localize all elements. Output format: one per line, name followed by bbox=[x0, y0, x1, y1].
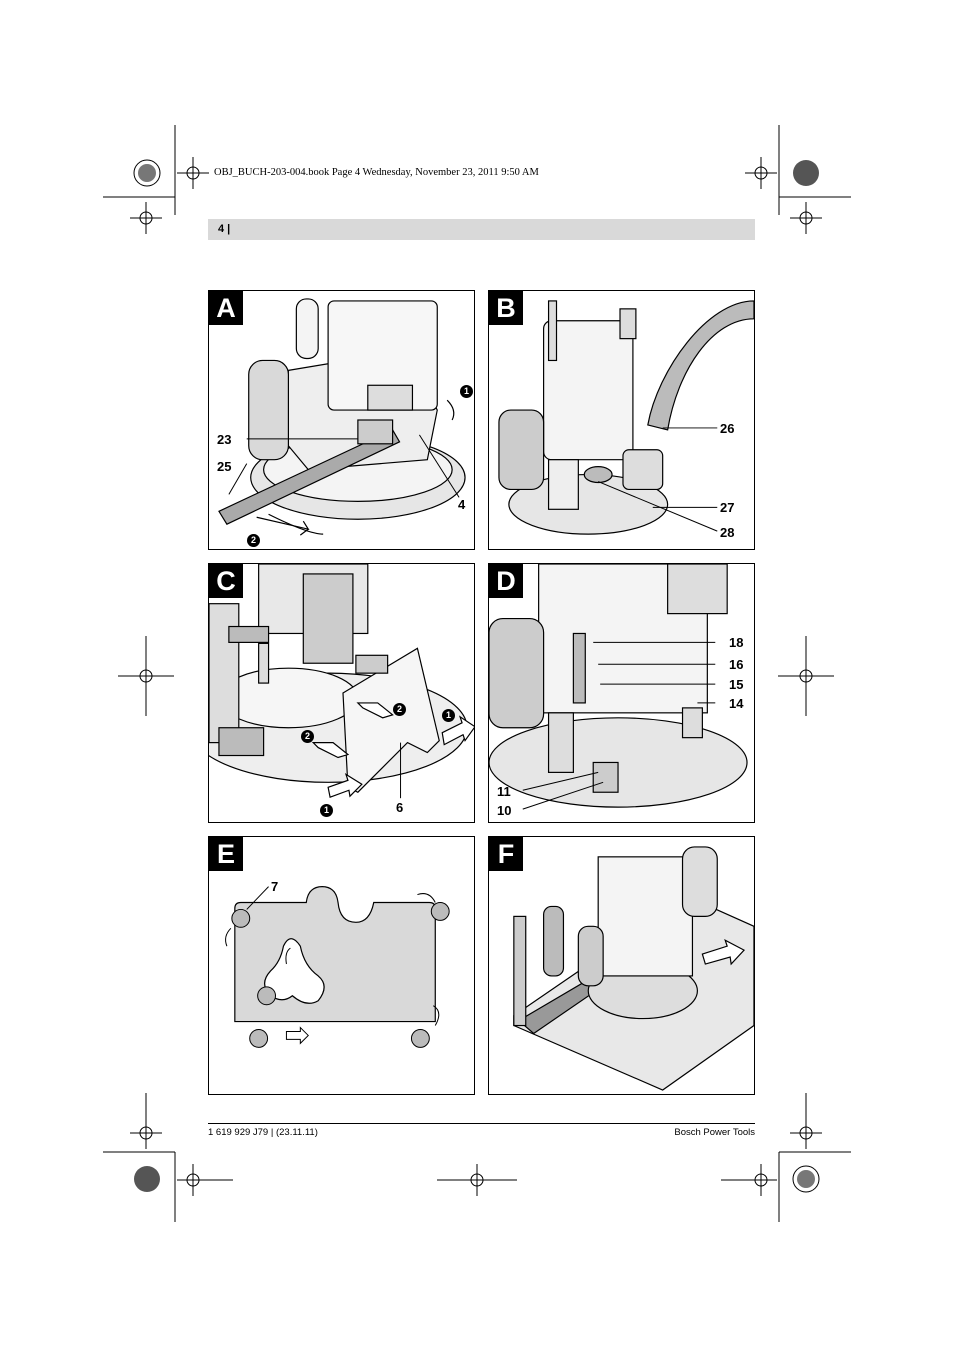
step-marker-2: 2 bbox=[393, 703, 406, 716]
callout-23: 23 bbox=[217, 432, 232, 447]
callout-14: 14 bbox=[729, 696, 744, 711]
callout-10: 10 bbox=[497, 803, 512, 818]
step-marker-2: 2 bbox=[301, 730, 314, 743]
panel-label-c: C bbox=[209, 564, 243, 598]
callout-4: 4 bbox=[458, 497, 466, 512]
panel-label-a: A bbox=[209, 291, 243, 325]
figure-panel-b: B 26 27 28 bbox=[488, 290, 755, 550]
callout-6: 6 bbox=[396, 800, 404, 815]
panel-label-b: B bbox=[489, 291, 523, 325]
footer-rule bbox=[208, 1123, 755, 1124]
callout-15: 15 bbox=[729, 677, 744, 692]
routing-direction-diagram bbox=[225, 886, 450, 1048]
page-number: 4 | bbox=[218, 223, 231, 235]
figure-panel-a: A 23 25 4 1 2 bbox=[208, 290, 475, 550]
router-collet-wrench-illustration bbox=[218, 298, 466, 536]
callout-25: 25 bbox=[217, 459, 232, 474]
callout-16: 16 bbox=[729, 657, 744, 672]
callout-7: 7 bbox=[271, 879, 279, 894]
page-number-bar bbox=[208, 219, 755, 240]
callout-27: 27 bbox=[720, 500, 735, 515]
router-dust-extraction-illustration bbox=[498, 300, 754, 535]
figure-panel-e: E 7 bbox=[208, 836, 475, 1095]
step-marker-1: 1 bbox=[442, 709, 455, 722]
figure-panel-f: F bbox=[488, 836, 755, 1095]
router-depth-stop-illustration bbox=[489, 564, 748, 810]
footer-document-id: 1 619 929 J79 | (23.11.11) bbox=[208, 1127, 318, 1138]
figure-panel-c: C 6 1 2 2 1 bbox=[208, 563, 475, 823]
print-header: OBJ_BUCH-203-004.book Page 4 Wednesday, … bbox=[214, 167, 539, 178]
callout-26: 26 bbox=[720, 421, 735, 436]
step-marker-1: 1 bbox=[320, 804, 333, 817]
callout-28: 28 bbox=[720, 525, 735, 540]
parallel-guide-mounting-illustration bbox=[209, 564, 474, 799]
step-marker-1: 1 bbox=[460, 385, 473, 398]
panel-label-e: E bbox=[209, 837, 243, 871]
step-marker-2: 2 bbox=[247, 534, 260, 547]
callout-18: 18 bbox=[729, 635, 744, 650]
panel-label-d: D bbox=[489, 564, 523, 598]
router-on-clamped-workpiece-illustration bbox=[513, 846, 754, 1091]
figure-panel-d: D 18 16 15 14 11 10 bbox=[488, 563, 755, 823]
footer-brand: Bosch Power Tools bbox=[674, 1127, 755, 1138]
panel-label-f: F bbox=[489, 837, 523, 871]
callout-11: 11 bbox=[497, 784, 511, 799]
